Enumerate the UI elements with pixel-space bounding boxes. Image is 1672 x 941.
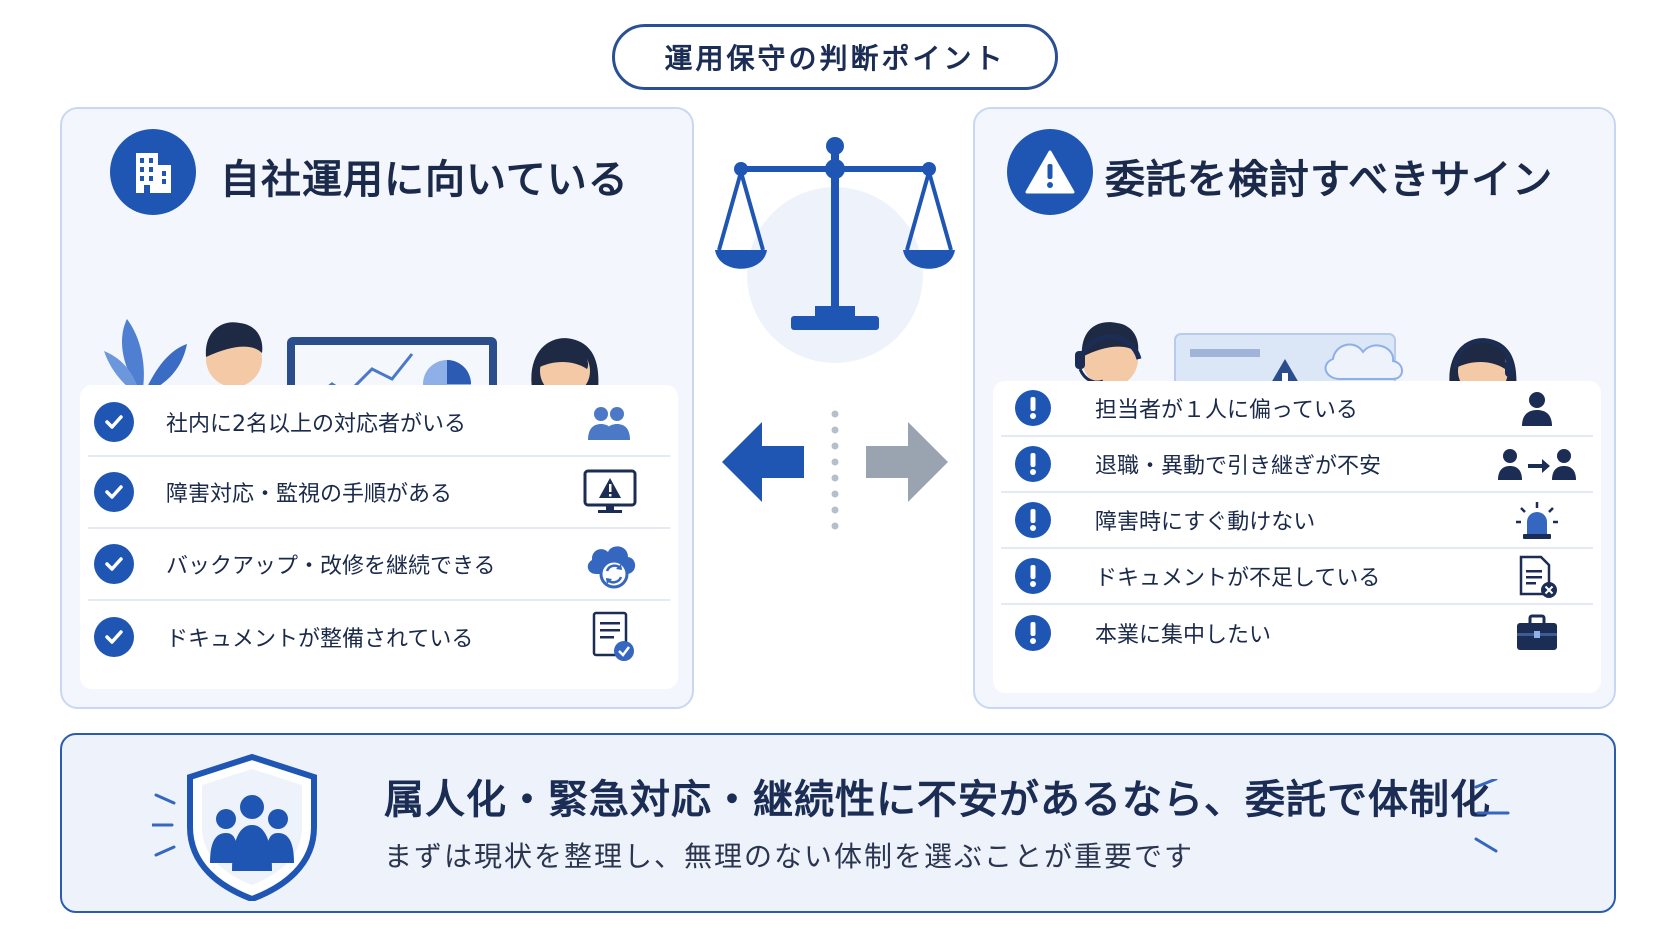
exclamation-icon <box>1015 558 1051 594</box>
warning-icon <box>1007 129 1093 215</box>
shield-team-icon <box>152 753 317 901</box>
check-icon <box>94 472 134 512</box>
comparison-arrows <box>722 410 948 530</box>
in-house-panel: 自社運用に向いている <box>60 107 694 709</box>
exclamation-icon <box>1015 446 1051 482</box>
list-item: 本業に集中したい <box>1001 605 1593 661</box>
alarm-light-icon <box>1515 499 1559 543</box>
outsource-panel: 委託を検討すべきサイン <box>973 107 1616 709</box>
monitor-warning-icon <box>580 467 640 517</box>
document-check-icon <box>588 609 638 665</box>
list-item: ドキュメントが不足している <box>1001 549 1593 605</box>
outsource-signs-list: 担当者が１人に偏っている 退職・異動で引き継ぎが不安 障害時にすぐ動けない ドキ… <box>993 381 1601 693</box>
exclamation-icon <box>1015 615 1051 651</box>
in-house-heading: 自社運用に向いている <box>220 157 629 203</box>
list-item: バックアップ・改修を継続できる <box>88 529 670 601</box>
in-house-checklist: 社内に2名以上の対応者がいる 障害対応・監視の手順がある バックアップ・改修を継… <box>80 385 678 689</box>
conclusion-headline: 属人化・緊急対応・継続性に不安があるなら、委託で体制化 <box>384 777 1491 823</box>
conclusion-banner: 属人化・緊急対応・継続性に不安があるなら、委託で体制化 まずは現状を整理し、無理… <box>60 733 1616 913</box>
list-item: 障害時にすぐ動けない <box>1001 493 1593 549</box>
list-item: 社内に2名以上の対応者がいる <box>88 389 670 457</box>
list-item: 退職・異動で引き継ぎが不安 <box>1001 437 1593 493</box>
handover-icon <box>1497 445 1577 485</box>
cloud-sync-icon <box>582 537 640 591</box>
conclusion-subtext: まずは現状を整理し、無理のない体制を選ぶことが重要です <box>384 840 1195 873</box>
briefcase-icon <box>1513 611 1561 655</box>
page-title: 運用保守の判断ポイント <box>612 24 1058 90</box>
exclamation-icon <box>1015 502 1051 538</box>
list-item: 担当者が１人に偏っている <box>1001 381 1593 437</box>
exclamation-icon <box>1015 390 1051 426</box>
accent-lines-icon <box>1474 779 1510 853</box>
outsource-heading: 委託を検討すべきサイン <box>1105 157 1554 203</box>
check-icon <box>94 617 134 657</box>
check-icon <box>94 402 134 442</box>
two-people-icon <box>584 399 634 449</box>
right-arrow-icon <box>866 422 948 502</box>
left-arrow-icon <box>722 422 804 502</box>
check-icon <box>94 544 134 584</box>
building-icon <box>110 129 196 215</box>
list-item: 障害対応・監視の手順がある <box>88 457 670 529</box>
balance-scale-icon <box>715 137 955 363</box>
list-item: ドキュメントが整備されている <box>88 601 670 673</box>
single-person-icon <box>1515 389 1559 429</box>
document-missing-icon <box>1515 553 1561 601</box>
